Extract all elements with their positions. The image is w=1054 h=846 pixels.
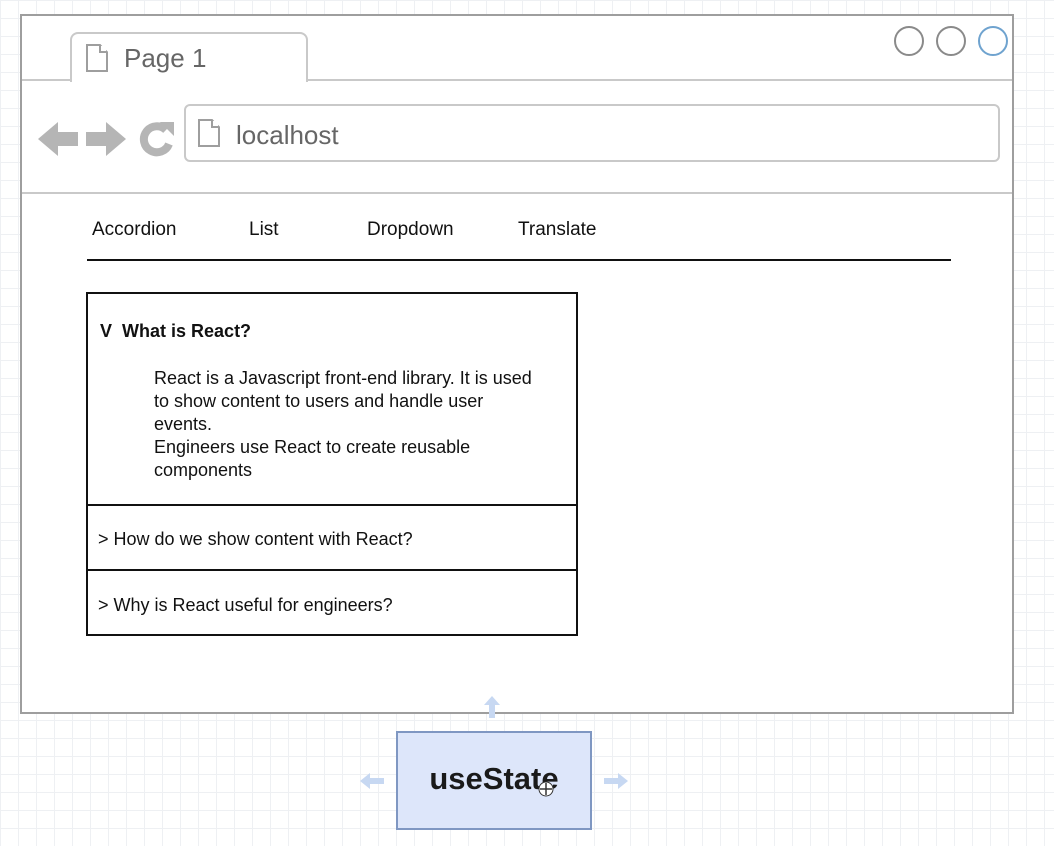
accordion-divider [88,569,576,571]
menu-underline [87,259,951,261]
expanded-marker: V [100,321,113,341]
move-cursor-icon [538,781,554,797]
browser-mockup: Page 1 localhost Accordion List Dropdown… [20,14,1014,714]
window-control-circle-icon[interactable] [894,26,924,56]
accordion: V What is React? React is a Javascript f… [86,292,578,636]
resize-left-arrow-icon[interactable] [360,773,384,789]
content-line: React is a Javascript front-end library.… [154,368,532,388]
accordion-item-title[interactable]: > How do we show content with React? [98,529,413,550]
resize-up-arrow-icon[interactable] [484,696,500,718]
tab-title: Page 1 [124,43,207,73]
accordion-item-title[interactable]: > Why is React useful for engineers? [98,595,393,616]
document-icon [198,119,220,147]
content-line: events. [154,414,213,434]
content-line: Engineers use React to create reusable [154,437,471,457]
usestate-label: useState [429,761,559,796]
collapsed-marker: > [98,595,109,615]
browser-tab[interactable]: Page 1 [70,32,308,82]
accordion-question: What is React? [122,321,252,341]
menu-item-dropdown[interactable]: Dropdown [367,219,454,240]
accordion-item-content: React is a Javascript front-end library.… [154,367,574,482]
accordion-question: Why is React useful for engineers? [113,595,393,615]
back-arrow-icon[interactable] [38,120,80,158]
menu-item-translate[interactable]: Translate [518,219,597,240]
resize-right-arrow-icon[interactable] [604,773,628,789]
window-control-circle-icon[interactable] [936,26,966,56]
tab-bar-divider [22,79,1012,81]
accordion-divider [88,504,576,506]
content-line: to show content to users and handle user [154,391,484,411]
accordion-item-title-open[interactable]: V What is React? [100,321,251,342]
content-line: components [154,460,253,480]
menu-item-list[interactable]: List [249,219,279,240]
reload-icon[interactable] [136,118,178,160]
document-icon [86,44,108,72]
usestate-box[interactable]: useState [396,731,592,830]
window-control-circle-icon[interactable] [978,26,1008,56]
toolbar-divider [22,192,1012,194]
collapsed-marker: > [98,529,109,549]
accordion-question: How do we show content with React? [113,529,413,549]
address-bar[interactable]: localhost [184,104,1000,162]
menu-item-accordion[interactable]: Accordion [92,219,177,240]
forward-arrow-icon[interactable] [86,120,128,158]
address-text: localhost [236,120,339,150]
